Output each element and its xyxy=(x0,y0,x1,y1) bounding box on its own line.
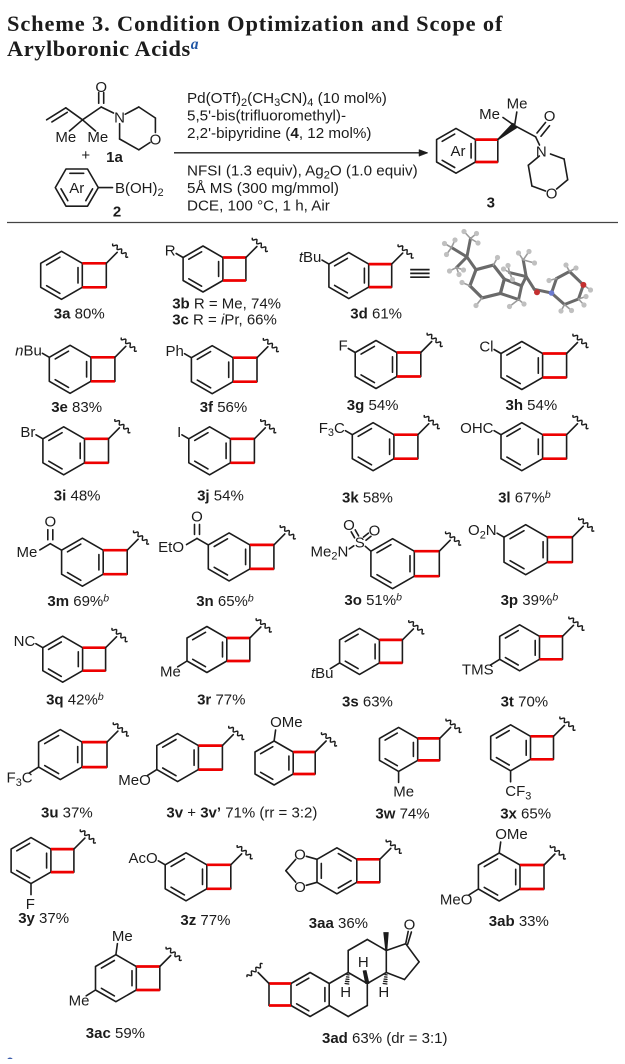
svg-text:3ab 33%: 3ab 33% xyxy=(489,913,549,930)
svg-text:3p 39%b: 3p 39%b xyxy=(501,592,559,610)
svg-text:NFSI (1.3 equiv), Ag2​O (1.0 e: NFSI (1.3 equiv), Ag2​O (1.0 equiv) xyxy=(187,163,418,182)
svg-text:MeO: MeO xyxy=(440,891,473,908)
svg-text:OMe: OMe xyxy=(270,714,303,731)
svg-text:O: O xyxy=(369,523,381,540)
svg-text:O: O xyxy=(404,917,416,934)
svg-text:Me: Me xyxy=(55,129,76,146)
svg-text:O: O xyxy=(150,132,162,149)
svg-text:Me: Me xyxy=(16,544,37,561)
svg-text:AcO: AcO xyxy=(129,850,158,867)
svg-text:Me: Me xyxy=(69,992,90,1009)
svg-text:3v + 3v’ 71% (rr = 3:2): 3v + 3v’ 71% (rr = 3:2) xyxy=(166,805,317,822)
svg-text:nBu: nBu xyxy=(15,342,42,359)
svg-text:Cl: Cl xyxy=(479,339,493,356)
svg-text:tBu: tBu xyxy=(311,665,334,682)
svg-text:3q 42%b: 3q 42%b xyxy=(46,691,104,709)
svg-text:3t 70%: 3t 70% xyxy=(501,694,549,711)
svg-text:DCE, 100 °C, 1 h, Air: DCE, 100 °C, 1 h, Air xyxy=(187,198,330,215)
svg-text:O: O xyxy=(294,847,306,864)
svg-text:3u 37%: 3u 37% xyxy=(41,805,93,822)
svg-text:OHC: OHC xyxy=(460,420,494,437)
svg-text:+: + xyxy=(81,147,90,164)
svg-text:Pd(OTf)2​(CH3​CN)4​ (10 mol%): Pd(OTf)2​(CH3​CN)4​ (10 mol%) xyxy=(187,90,387,109)
svg-text:O: O xyxy=(44,514,56,531)
svg-text:3ac 59%: 3ac 59% xyxy=(86,1025,145,1042)
svg-text:3j 54%: 3j 54% xyxy=(197,488,244,505)
svg-text:B(OH)2: B(OH)2 xyxy=(115,180,164,199)
svg-text:3ad 63% (dr = 3:1): 3ad 63% (dr = 3:1) xyxy=(322,1030,448,1047)
svg-text:2: 2 xyxy=(113,203,121,220)
svg-text:Me: Me xyxy=(507,96,528,113)
svg-text:3i 48%: 3i 48% xyxy=(54,488,101,505)
svg-text:5,5'-bis(trifluoromethyl)-: 5,5'-bis(trifluoromethyl)- xyxy=(187,108,346,125)
svg-text:OMe: OMe xyxy=(495,826,528,843)
svg-text:Br: Br xyxy=(20,424,35,441)
svg-text:3d 61%: 3d 61% xyxy=(350,306,402,323)
svg-text:Me: Me xyxy=(479,106,500,123)
svg-text:3o 51%b: 3o 51%b xyxy=(344,592,402,610)
svg-text:3l 67%b: 3l 67%b xyxy=(498,489,551,507)
svg-text:3y 37%: 3y 37% xyxy=(18,910,69,927)
svg-text:O: O xyxy=(294,879,306,896)
svg-text:Me: Me xyxy=(393,784,414,801)
svg-text:tBu: tBu xyxy=(299,249,322,266)
svg-text:O: O xyxy=(191,508,203,525)
svg-text:3c R = iPr, 66%: 3c R = iPr, 66% xyxy=(172,312,277,329)
svg-text:Ar: Ar xyxy=(69,180,84,197)
svg-text:O: O xyxy=(544,108,556,125)
svg-text:Ar: Ar xyxy=(451,143,466,160)
svg-text:3x 65%: 3x 65% xyxy=(500,806,551,823)
svg-text:3m 69%b: 3m 69%b xyxy=(47,593,109,611)
svg-text:O: O xyxy=(95,79,107,96)
svg-text:EtO: EtO xyxy=(158,539,184,556)
svg-text:Me2​N: Me2​N xyxy=(311,543,349,562)
svg-text:3e 83%: 3e 83% xyxy=(51,399,102,416)
svg-text:H: H xyxy=(340,984,351,1001)
svg-text:3s 63%: 3s 63% xyxy=(342,694,393,711)
svg-text:1a: 1a xyxy=(106,149,123,166)
svg-text:3g 54%: 3g 54% xyxy=(347,397,399,414)
svg-text:3a 80%: 3a 80% xyxy=(54,306,105,323)
svg-text:R: R xyxy=(165,243,176,260)
svg-text:MeO: MeO xyxy=(118,772,151,789)
svg-text:F: F xyxy=(339,338,348,355)
svg-text:3r 77%: 3r 77% xyxy=(197,692,245,709)
svg-text:O: O xyxy=(343,517,355,534)
svg-text:NC: NC xyxy=(14,633,36,650)
svg-text:3aa 36%: 3aa 36% xyxy=(309,915,368,932)
svg-text:3z 77%: 3z 77% xyxy=(180,912,230,929)
svg-text:3: 3 xyxy=(487,195,495,212)
svg-text:Me: Me xyxy=(87,129,108,146)
svg-text:Scheme 3. Condition Optimizati: Scheme 3. Condition Optimization and Sco… xyxy=(7,11,503,36)
svg-text:3h 54%: 3h 54% xyxy=(506,397,558,414)
svg-text:Me: Me xyxy=(160,663,181,680)
svg-text:H: H xyxy=(358,954,369,971)
svg-text:Arylboronic Acidsa: Arylboronic Acidsa xyxy=(7,36,199,61)
svg-text:3f 56%: 3f 56% xyxy=(200,399,248,416)
svg-text:O: O xyxy=(546,185,558,202)
svg-text:TMS: TMS xyxy=(462,662,494,679)
svg-text:Me: Me xyxy=(112,928,133,945)
svg-text:2,2'-bipyridine (4, 12 mol%): 2,2'-bipyridine (4, 12 mol%) xyxy=(187,125,371,142)
svg-text:H: H xyxy=(378,984,389,1001)
svg-text:3n 65%b: 3n 65%b xyxy=(196,593,254,611)
svg-text:3w 74%: 3w 74% xyxy=(375,806,429,823)
svg-text:I: I xyxy=(177,424,181,441)
svg-text:Ph: Ph xyxy=(166,343,184,360)
svg-text:5Å MS (300 mg/mmol): 5Å MS (300 mg/mmol) xyxy=(187,180,339,197)
svg-text:3k 58%: 3k 58% xyxy=(342,490,393,507)
svg-text:3b R = Me, 74%: 3b R = Me, 74% xyxy=(172,296,281,313)
